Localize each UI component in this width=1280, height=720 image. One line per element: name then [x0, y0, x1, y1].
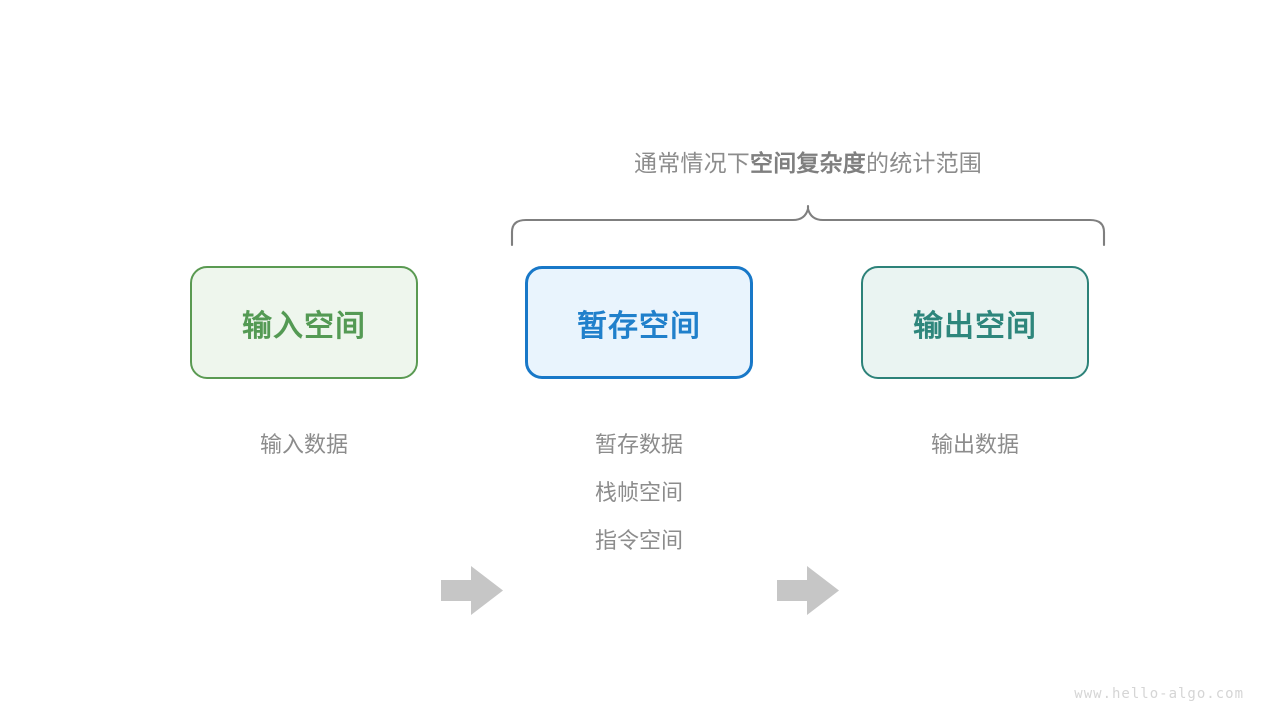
watermark: www.hello-algo.com — [1074, 686, 1244, 702]
stage-label-output: 输出空间 — [913, 309, 1037, 343]
stage-box-output[interactable]: 输出空间 — [861, 266, 1089, 379]
stage-row: 输入空间 暂存空间 输出空间 — [0, 266, 1280, 615]
stage-label-temp: 暂存空间 — [577, 309, 701, 343]
scope-caption-prefix: 通常情况下 — [634, 150, 750, 176]
scope-caption: 通常情况下空间复杂度的统计范围 — [168, 146, 1280, 180]
scope-caption-suffix: 的统计范围 — [866, 150, 982, 176]
stage-label-input: 输入空间 — [242, 309, 366, 343]
caption-item: 栈帧空间 — [594, 480, 683, 505]
caption-item: 输出数据 — [930, 432, 1019, 457]
scope-caption-emphasis: 空间复杂度 — [750, 150, 866, 176]
curly-brace-up-icon — [510, 204, 1106, 247]
caption-column-input: 输入数据 — [190, 421, 418, 469]
caption-column-output: 输出数据 — [861, 421, 1089, 469]
stage-box-input[interactable]: 输入空间 — [190, 266, 418, 379]
right-arrow-icon — [777, 566, 839, 615]
caption-item: 输入数据 — [259, 432, 348, 457]
caption-item: 指令空间 — [594, 528, 683, 553]
right-arrow-icon — [441, 566, 503, 615]
caption-item: 暂存数据 — [594, 432, 683, 457]
caption-column-temp: 暂存数据 栈帧空间 指令空间 — [525, 421, 753, 565]
stage-box-temp[interactable]: 暂存空间 — [525, 266, 753, 379]
